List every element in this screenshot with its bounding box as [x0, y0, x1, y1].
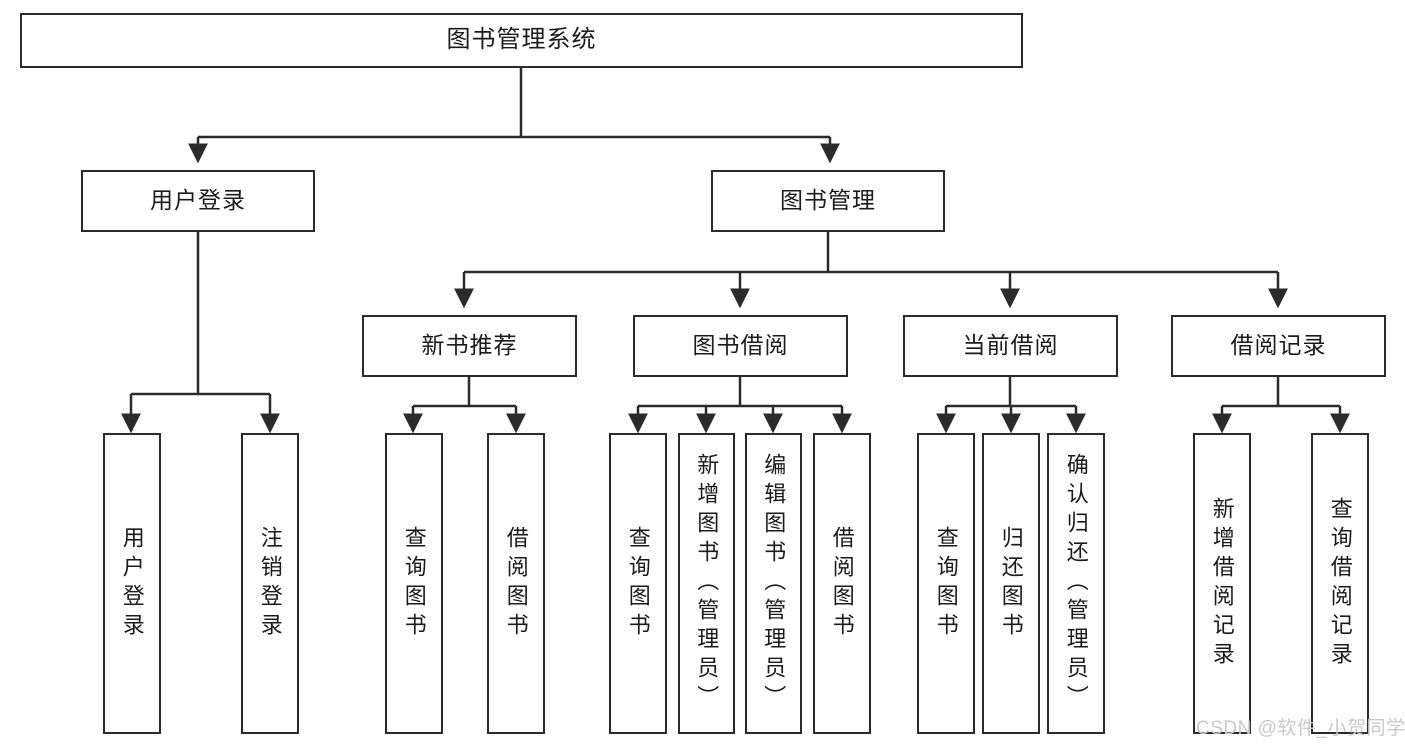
- leaf-query-record[interactable]: 查询借阅记录: [1311, 433, 1369, 734]
- leaf-logout[interactable]: 注销登录: [241, 433, 299, 734]
- leaf-query-book-2[interactable]: 查询图书: [609, 433, 667, 734]
- node-borrow-record[interactable]: 借阅记录: [1171, 315, 1386, 377]
- leaf-borrow-book-1[interactable]: 借阅图书: [487, 433, 545, 734]
- leaf-label: 确认归还（管理员）: [1063, 453, 1089, 714]
- node-current-borrow[interactable]: 当前借阅: [903, 315, 1118, 377]
- leaf-label: 新增图书（管理员）: [694, 453, 720, 714]
- leaf-label: 查询图书: [401, 525, 427, 642]
- leaf-label: 注销登录: [257, 525, 283, 642]
- leaf-label: 编辑图书（管理员）: [761, 453, 787, 714]
- leaf-label: 查询图书: [933, 525, 959, 642]
- leaf-label: 用户登录: [119, 525, 145, 642]
- leaf-confirm-return[interactable]: 确认归还（管理员）: [1047, 433, 1105, 734]
- leaf-label: 借阅图书: [829, 525, 855, 642]
- leaf-label: 借阅图书: [503, 525, 529, 642]
- node-book-borrow[interactable]: 图书借阅: [633, 315, 848, 377]
- node-new-book-rec[interactable]: 新书推荐: [362, 315, 577, 377]
- leaf-query-book-3[interactable]: 查询图书: [917, 433, 975, 734]
- leaf-edit-book[interactable]: 编辑图书（管理员）: [745, 433, 802, 734]
- leaf-return-book[interactable]: 归还图书: [982, 433, 1040, 734]
- leaf-label: 查询借阅记录: [1327, 496, 1353, 671]
- leaf-add-record[interactable]: 新增借阅记录: [1193, 433, 1251, 734]
- leaf-label: 查询图书: [625, 525, 651, 642]
- leaf-borrow-book-2[interactable]: 借阅图书: [813, 433, 871, 734]
- csdn-watermark: CSDN @软件_小贺同学: [1196, 718, 1405, 739]
- leaf-query-book-1[interactable]: 查询图书: [385, 433, 443, 734]
- leaf-label: 归还图书: [998, 525, 1024, 642]
- node-book-mgmt[interactable]: 图书管理: [711, 170, 945, 232]
- leaf-add-book[interactable]: 新增图书（管理员）: [678, 433, 735, 734]
- leaf-user-login[interactable]: 用户登录: [103, 433, 161, 734]
- leaf-label: 新增借阅记录: [1209, 496, 1235, 671]
- node-root[interactable]: 图书管理系统: [20, 13, 1023, 68]
- node-user-login[interactable]: 用户登录: [81, 170, 315, 232]
